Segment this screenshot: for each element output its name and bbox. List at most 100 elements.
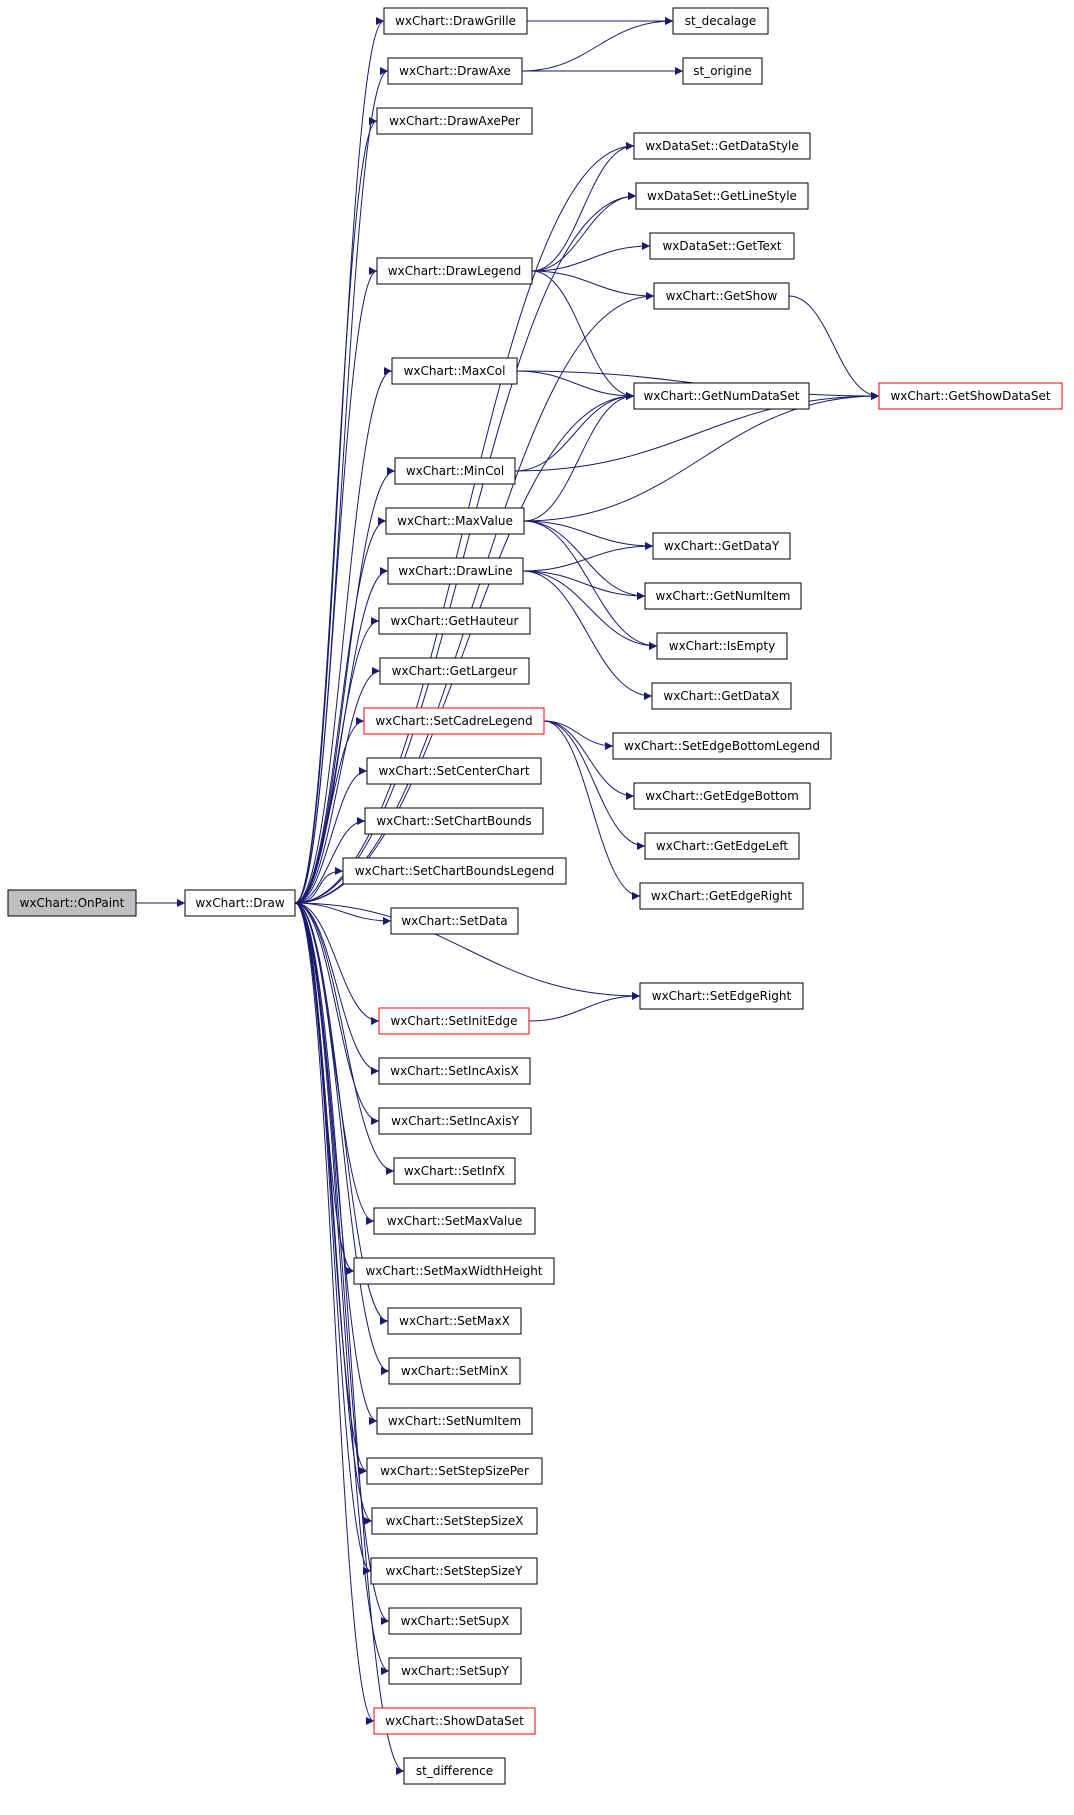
node-setminx[interactable]: wxChart::SetMinX: [388, 1357, 521, 1385]
node-label: wxChart::GetHauteur: [391, 614, 519, 628]
edge-draw-to-setinitedge: [294, 902, 380, 1025]
node-box: [644, 582, 802, 610]
node-setmaxwidthheight[interactable]: wxChart::SetMaxWidthHeight: [353, 1257, 555, 1285]
node-box: [656, 632, 788, 660]
edge-draw-to-drawlegend: [294, 267, 378, 904]
edge-draw-to-setsupy: [294, 902, 390, 1675]
node-label: wxChart::SetNumItem: [388, 1414, 521, 1428]
node-isempty[interactable]: wxChart::IsEmpty: [656, 632, 788, 660]
node-label: wxChart::MinCol: [406, 464, 504, 478]
node-setmaxvalue[interactable]: wxChart::SetMaxValue: [373, 1207, 536, 1235]
node-getnumdataset[interactable]: wxChart::GetNumDataSet: [633, 382, 810, 410]
node-setdata[interactable]: wxChart::SetData: [390, 907, 519, 935]
node-showdataset[interactable]: wxChart::ShowDataSet: [373, 1707, 536, 1735]
node-label: wxChart::SetChartBoundsLegend: [355, 864, 554, 878]
node-box: [633, 382, 810, 410]
node-setsupy[interactable]: wxChart::SetSupY: [388, 1657, 522, 1685]
node-setcadrelegend[interactable]: wxChart::SetCadreLegend: [363, 707, 545, 735]
node-getdatastyle[interactable]: wxDataSet::GetDataStyle: [633, 132, 811, 160]
node-label: wxChart::SetSupY: [401, 1664, 510, 1678]
node-box: [393, 1157, 516, 1185]
edge-draw-to-setedgeright: [294, 902, 641, 1000]
node-box: [633, 782, 811, 810]
node-storigine[interactable]: st_origine: [682, 57, 763, 85]
node-box: [376, 257, 533, 285]
node-setstepsizeper[interactable]: wxChart::SetStepSizePer: [366, 1457, 543, 1485]
node-box: [371, 1507, 538, 1535]
node-setincaxisx[interactable]: wxChart::SetIncAxisX: [378, 1057, 531, 1085]
node-label: wxChart::SetIncAxisY: [391, 1114, 519, 1128]
node-getnumitem[interactable]: wxChart::GetNumItem: [644, 582, 802, 610]
node-box: [403, 1757, 506, 1785]
node-gettext[interactable]: wxDataSet::GetText: [649, 232, 795, 260]
node-drawaxeper[interactable]: wxChart::DrawAxePer: [376, 107, 533, 135]
node-box: [390, 907, 519, 935]
edge-setinitedge-to-setedgeright: [528, 992, 641, 1022]
edge-drawlegend-to-gettext: [531, 242, 651, 272]
node-box: [639, 882, 804, 910]
node-getshow[interactable]: wxChart::GetShow: [653, 282, 790, 310]
node-setchartbounds[interactable]: wxChart::SetChartBounds: [364, 807, 544, 835]
node-setstepsizey[interactable]: wxChart::SetStepSizeY: [370, 1557, 538, 1585]
node-box: [387, 1307, 522, 1335]
node-setinitedge[interactable]: wxChart::SetInitEdge: [378, 1007, 530, 1035]
node-stdifference[interactable]: st_difference: [403, 1757, 506, 1785]
node-setchartboundslegend[interactable]: wxChart::SetChartBoundsLegend: [342, 857, 567, 885]
node-label: st_difference: [416, 1764, 493, 1778]
node-label: wxChart::SetSupX: [401, 1614, 510, 1628]
node-box: [184, 889, 296, 917]
node-drawaxe[interactable]: wxChart::DrawAxe: [387, 57, 523, 85]
node-setnumitem[interactable]: wxChart::SetNumItem: [376, 1407, 533, 1435]
node-label: wxChart::OnPaint: [20, 896, 125, 910]
node-label: wxChart::GetDataY: [664, 539, 780, 553]
node-draw[interactable]: wxChart::Draw: [184, 889, 296, 917]
node-label: wxChart::DrawLegend: [388, 264, 521, 278]
node-label: wxChart::SetMinX: [401, 1364, 508, 1378]
node-setincaxisy[interactable]: wxChart::SetIncAxisY: [378, 1107, 532, 1135]
node-label: wxChart::GetEdgeRight: [651, 889, 792, 903]
edge-drawlegend-to-getlinestyle: [531, 192, 637, 272]
node-onpaint[interactable]: wxChart::OnPaint: [7, 889, 137, 917]
node-getedgeleft[interactable]: wxChart::GetEdgeLeft: [644, 832, 800, 860]
node-label: wxChart::SetCenterChart: [378, 764, 529, 778]
node-setmaxx[interactable]: wxChart::SetMaxX: [387, 1307, 522, 1335]
node-setedgebottomlegend[interactable]: wxChart::SetEdgeBottomLegend: [612, 732, 832, 760]
node-getdatax[interactable]: wxChart::GetDataX: [651, 682, 792, 710]
node-box: [7, 889, 137, 917]
edge-getshow-to-getshowdataset: [788, 295, 880, 400]
node-setstepsizex[interactable]: wxChart::SetStepSizeX: [371, 1507, 538, 1535]
node-stdecalage[interactable]: st_decalage: [672, 7, 769, 35]
node-drawlegend[interactable]: wxChart::DrawLegend: [376, 257, 533, 285]
node-drawgrille[interactable]: wxChart::DrawGrille: [383, 7, 528, 35]
node-setsupx[interactable]: wxChart::SetSupX: [388, 1607, 522, 1635]
node-box: [652, 532, 791, 560]
edge-setcadrelegend-to-getedgebottom: [543, 720, 635, 800]
node-mincol[interactable]: wxChart::MinCol: [394, 457, 516, 485]
node-label: wxChart::GetLargeur: [392, 664, 518, 678]
node-getlargeur[interactable]: wxChart::GetLargeur: [379, 657, 530, 685]
node-setinfx[interactable]: wxChart::SetInfX: [393, 1157, 516, 1185]
node-label: wxChart::SetCadreLegend: [375, 714, 532, 728]
node-label: wxDataSet::GetText: [662, 239, 781, 253]
node-gethauteur[interactable]: wxChart::GetHauteur: [378, 607, 531, 635]
node-setcenterchart[interactable]: wxChart::SetCenterChart: [366, 757, 542, 785]
node-box: [376, 107, 533, 135]
node-getedgeright[interactable]: wxChart::GetEdgeRight: [639, 882, 804, 910]
node-label: wxChart::DrawLine: [398, 564, 512, 578]
node-box: [370, 1557, 538, 1585]
node-getlinestyle[interactable]: wxDataSet::GetLineStyle: [635, 182, 809, 210]
node-getedgebottom[interactable]: wxChart::GetEdgeBottom: [633, 782, 811, 810]
node-label: wxChart::GetNumDataSet: [644, 389, 800, 403]
node-getshowdataset[interactable]: wxChart::GetShowDataSet: [878, 382, 1063, 410]
node-maxcol[interactable]: wxChart::MaxCol: [391, 357, 518, 385]
node-box: [633, 132, 811, 160]
node-drawline[interactable]: wxChart::DrawLine: [387, 557, 524, 585]
edge-setcadrelegend-to-setedgebottomlegend: [543, 720, 614, 750]
edge-drawaxe-to-stdecalage: [521, 17, 674, 72]
node-maxvalue[interactable]: wxChart::MaxValue: [385, 507, 525, 535]
node-getdatay[interactable]: wxChart::GetDataY: [652, 532, 791, 560]
node-setedgeright[interactable]: wxChart::SetEdgeRight: [639, 982, 804, 1010]
node-box: [388, 1657, 522, 1685]
edge-drawlegend-to-getnumdataset: [531, 270, 635, 400]
